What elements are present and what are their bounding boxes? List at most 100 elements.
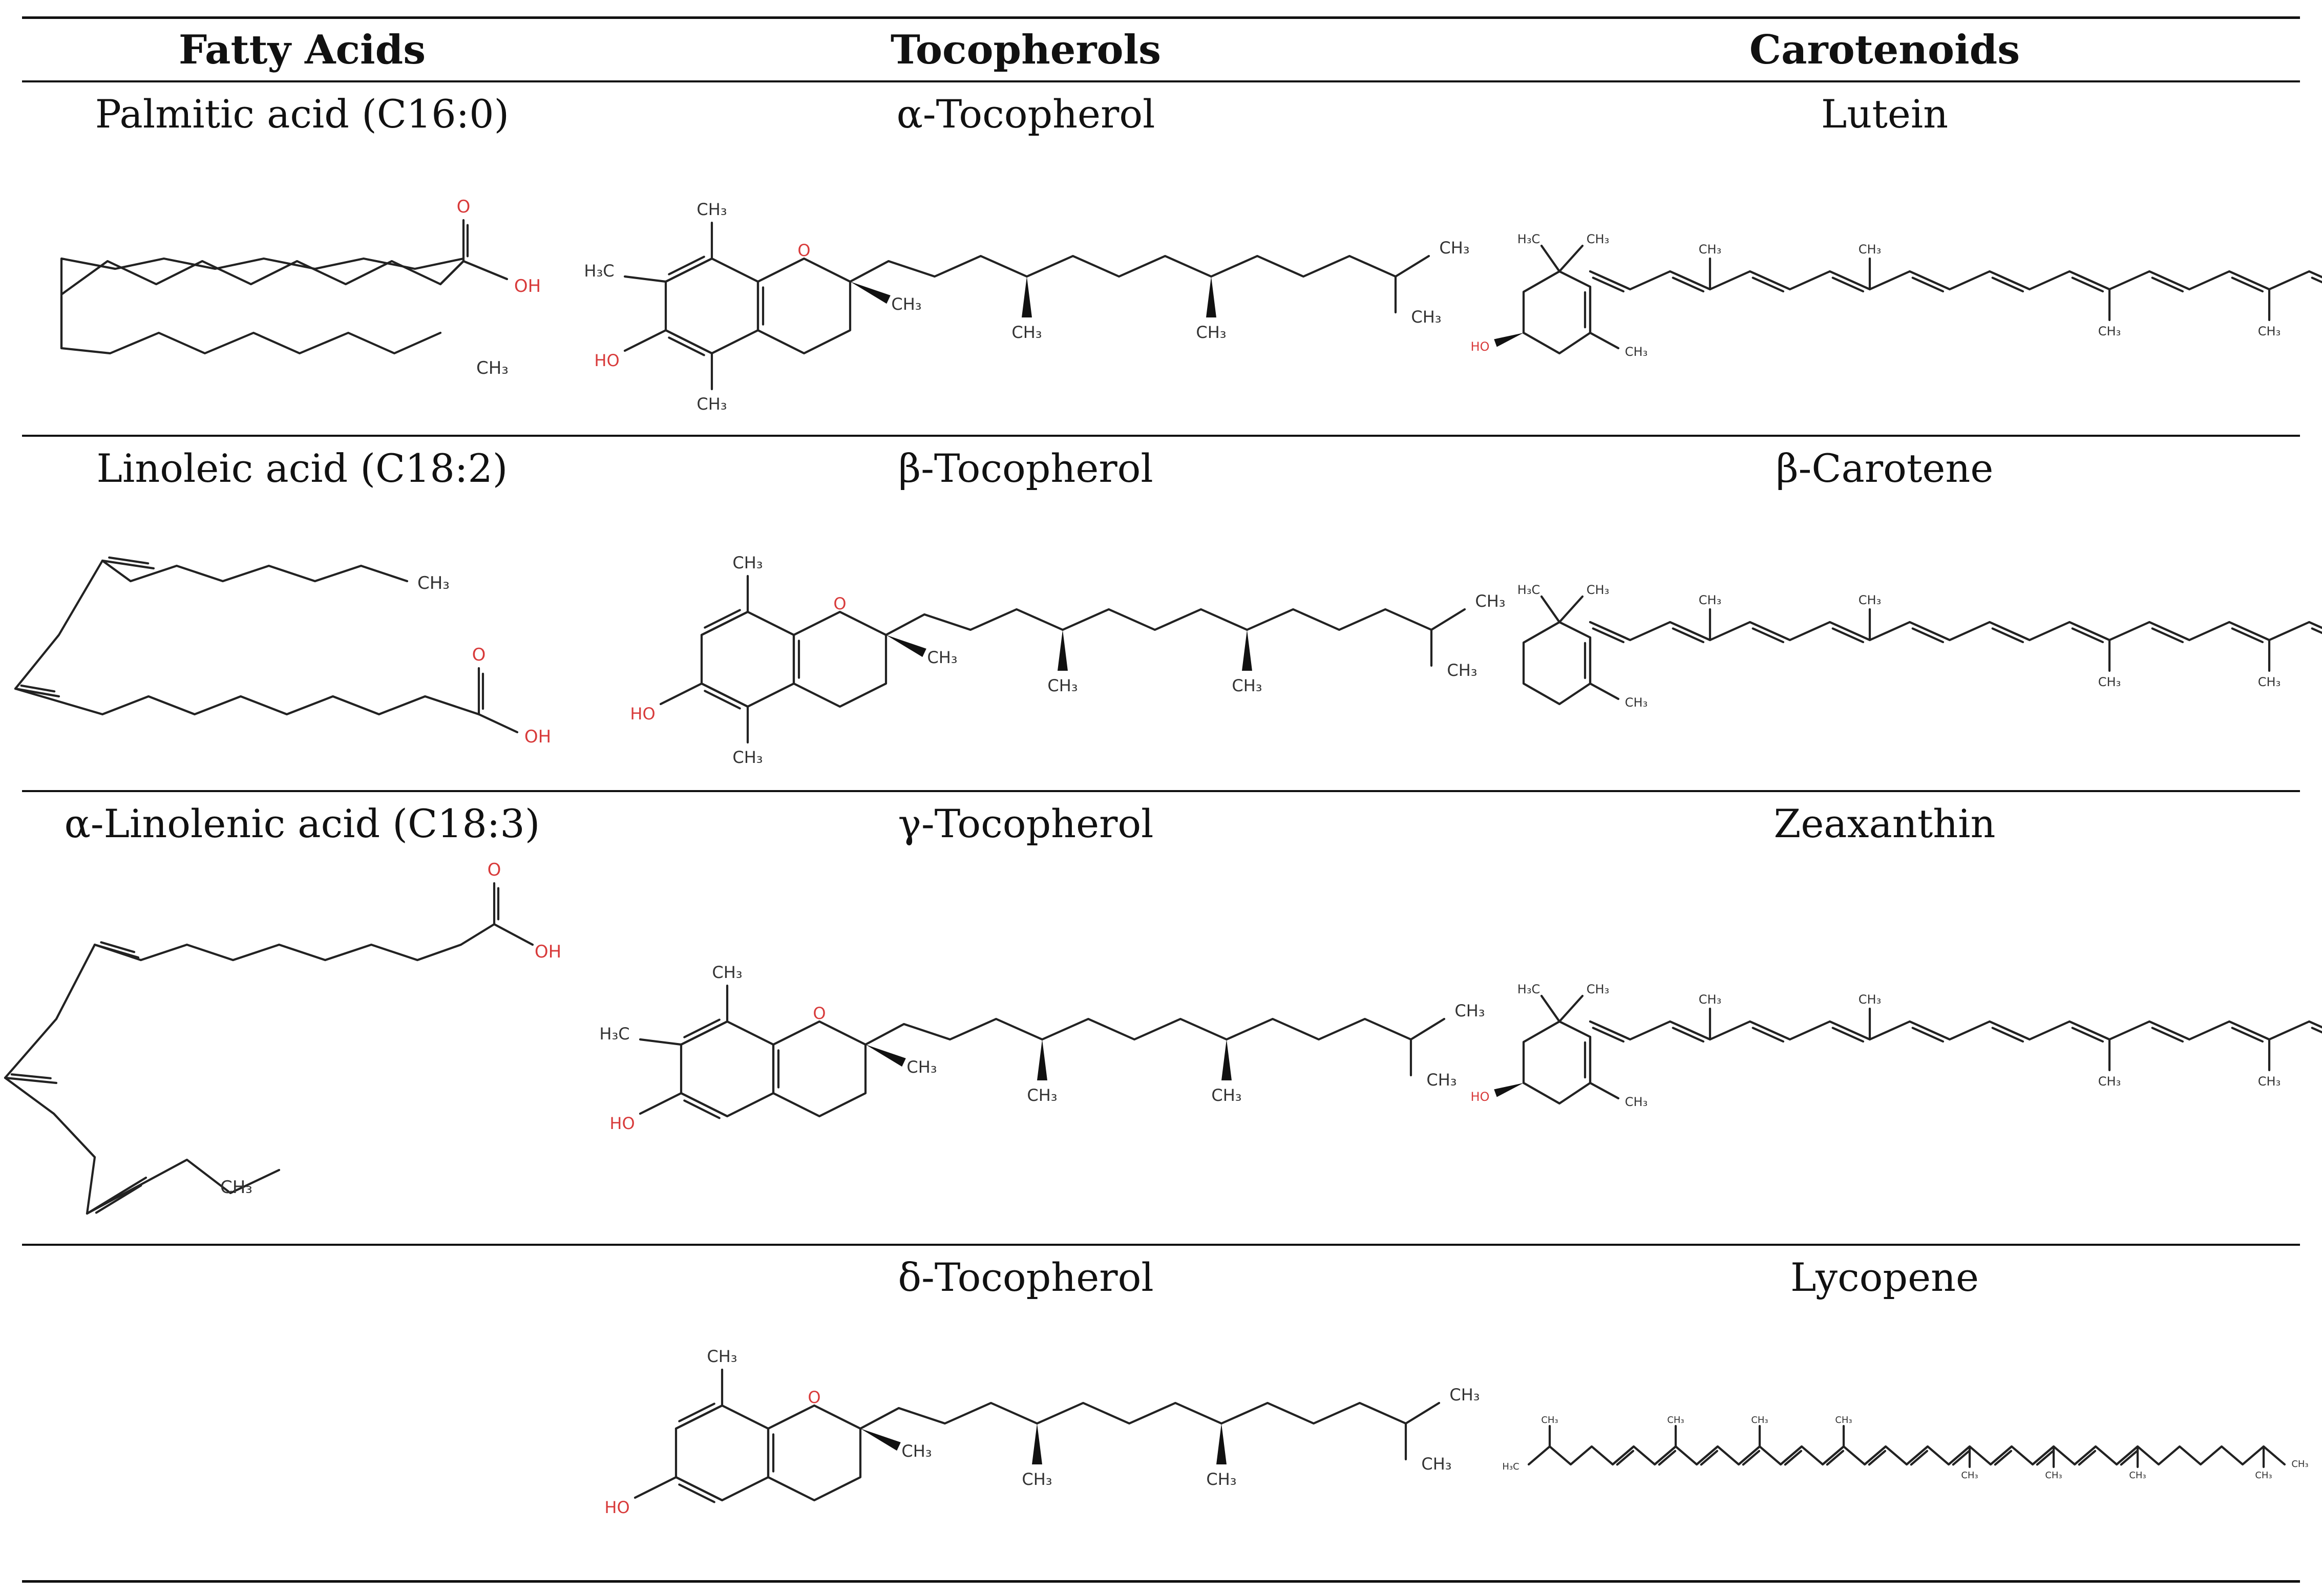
bond — [2228, 1020, 2271, 1041]
oxygen-label: HO — [1471, 339, 1490, 354]
bond — [1991, 627, 2024, 644]
stereo-wedge — [1242, 630, 1252, 671]
bond — [2228, 621, 2271, 642]
bond — [1910, 1450, 1929, 1466]
atom-label: CH₃ — [1667, 1415, 1684, 1425]
atom-label: CH₃ — [1859, 242, 1881, 257]
stereo-wedge — [866, 1045, 906, 1067]
bond — [1905, 1445, 1929, 1466]
bond — [2068, 1020, 2111, 1041]
bond — [1994, 1450, 2013, 1466]
atom-label: CH₃ — [1587, 982, 1609, 996]
atom-label: CH₃ — [1421, 1454, 1451, 1474]
bond — [1868, 1450, 1887, 1466]
atom-label: CH₃ — [1449, 1385, 1480, 1405]
bond — [2151, 276, 2184, 293]
zeaxanthin-structure: CH₃H₃CCH₃HOCH₃CH₃CH₃CH₃H₃CH₃CCH₃OH — [1471, 982, 2322, 1109]
bond — [100, 941, 136, 953]
compound-name-lycopene: Lycopene — [1790, 1254, 1979, 1300]
oxygen-label: HO — [630, 704, 655, 723]
bond — [683, 1018, 721, 1038]
bond — [1669, 1020, 1712, 1041]
bond — [1991, 1027, 2024, 1043]
atom-label: CH₃ — [1625, 695, 1648, 710]
bond — [678, 1402, 715, 1422]
atom-label: CH₃ — [476, 358, 509, 378]
atom-label: CH₃ — [906, 1057, 937, 1077]
atom-label: CH₃ — [1625, 345, 1648, 359]
bond — [2311, 627, 2322, 634]
atom-label: CH₃ — [1961, 1470, 1978, 1481]
bond — [1522, 621, 1592, 706]
atom-label: H₃C — [1502, 1461, 1519, 1472]
bond — [1589, 1081, 1620, 1100]
bond — [2311, 1027, 2322, 1034]
bond — [1527, 1445, 2286, 1466]
bond — [1672, 1027, 1705, 1043]
bond — [1589, 1020, 1632, 1041]
bond — [1751, 627, 1785, 644]
atom-label: CH₃ — [1447, 661, 1477, 680]
bond — [704, 609, 741, 629]
table-top-rule — [22, 16, 2300, 19]
atom-label: CH₃ — [1699, 242, 1721, 257]
compound-name-beta-tocopherol: β-Tocopherol — [898, 445, 1153, 491]
bond — [1653, 1445, 1677, 1466]
atom-label: CH₃ — [1587, 583, 1609, 597]
oxygen-label: O — [808, 1388, 820, 1407]
bond — [674, 1404, 770, 1502]
atom-label: CH₃ — [712, 963, 742, 982]
lutein-structure: CH₃H₃CCH₃HOCH₃CH₃CH₃CH₃H₃CH₃CCH₃OH — [1471, 232, 2322, 359]
atom-label: CH₃ — [1426, 1070, 1456, 1090]
bond — [2031, 1445, 2055, 1466]
bond — [884, 608, 1466, 636]
atom-label: CH₃ — [1751, 1415, 1768, 1425]
bond — [678, 1483, 715, 1503]
bond — [1751, 276, 1785, 293]
stereo-wedge — [886, 635, 926, 657]
bond — [2068, 270, 2111, 291]
bond — [2071, 1027, 2104, 1043]
atom-label: CH₃ — [1027, 1086, 1057, 1105]
bond — [2071, 627, 2104, 644]
bond — [1658, 1450, 1677, 1466]
bond — [2151, 627, 2184, 644]
bond — [1821, 1445, 1845, 1466]
bond — [20, 684, 56, 693]
bond — [1828, 1020, 1871, 1041]
bond — [1589, 270, 2322, 291]
bond — [1742, 1450, 1761, 1466]
oxygen-label: HO — [609, 1114, 635, 1133]
atom-label: CH₃ — [220, 1177, 252, 1198]
bond — [1831, 627, 1865, 644]
bond — [2071, 276, 2104, 293]
bond — [2036, 1450, 2055, 1466]
bond — [1589, 621, 2322, 642]
bond — [1911, 1027, 1945, 1043]
atom-label: CH₃ — [2129, 1470, 2146, 1481]
bond — [1751, 1027, 1785, 1043]
bond — [1540, 595, 1561, 624]
bond — [1558, 595, 1584, 624]
bond — [1700, 1450, 1719, 1466]
atom-label: CH₃ — [1196, 323, 1226, 342]
compound-name-linoleic-acid: Linoleic acid (C18:2) — [96, 445, 508, 491]
atom-label: CH₃ — [1859, 593, 1881, 607]
bond — [1522, 1020, 1592, 1105]
bond — [1828, 270, 1871, 291]
atom-label: CH₃ — [2255, 1470, 2272, 1481]
bond — [1908, 1020, 1951, 1041]
bond — [1592, 276, 1625, 293]
bond — [639, 1092, 683, 1115]
bond — [101, 559, 409, 583]
bond — [4, 1076, 96, 1215]
table-bottom-rule — [22, 1580, 2300, 1583]
bond — [2231, 627, 2264, 644]
bond — [1863, 1445, 1887, 1466]
